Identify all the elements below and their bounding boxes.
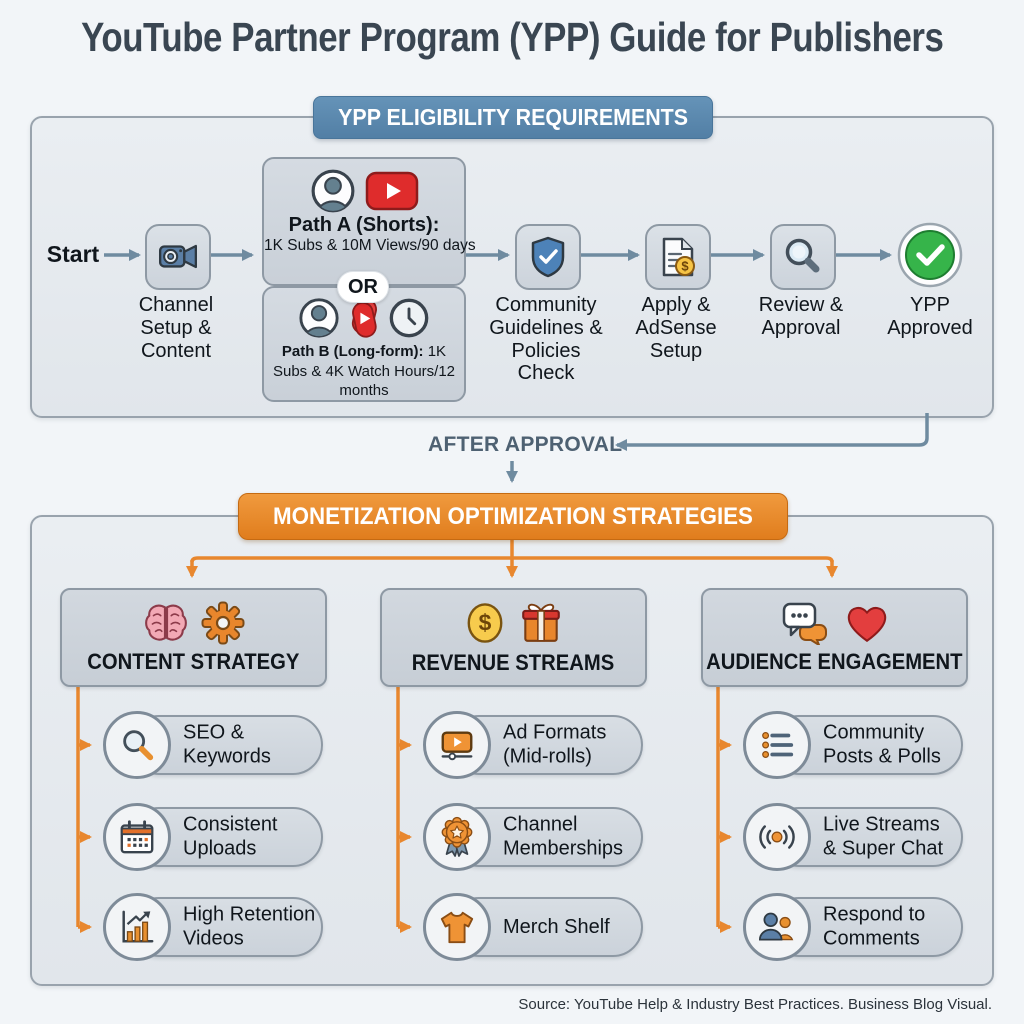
path-a-box: Path A (Shorts): 1K Subs & 10M Views/90 … — [262, 157, 476, 286]
search-icon — [118, 726, 156, 764]
tshirt-icon — [438, 908, 476, 946]
dollar-coin-icon: $ — [464, 600, 506, 646]
list-item-community-posts: Community Posts & Polls — [743, 711, 963, 779]
monetization-badge: MONETIZATION OPTIMIZATION STRATEGIES — [238, 493, 788, 540]
chat-bubbles-icon — [780, 601, 832, 645]
ypp-approved-label: YPP Approved — [887, 294, 973, 339]
gift-icon — [518, 600, 564, 646]
or-pill: OR — [337, 271, 389, 303]
list-item-consistent-uploads: Consistent Uploads — [103, 803, 323, 871]
brain-icon — [143, 602, 189, 644]
path-b-title: Path B (Long-form): — [281, 343, 424, 360]
source-attribution: Source: YouTube Help & Industry Best Pra… — [518, 996, 992, 1013]
content-strategy-header: CONTENT STRATEGY — [60, 588, 327, 687]
review-approval-step-box — [770, 224, 836, 290]
audience-engagement-header: AUDIENCE ENGAGEMENT — [701, 588, 968, 687]
ypp-approved-step — [897, 222, 963, 288]
path-b-box: Path B (Long-form): 1K Subs & 4K Watch H… — [262, 286, 466, 402]
bullet-list-icon — [758, 726, 796, 764]
apply-adsense-label: Apply & AdSense Setup — [635, 294, 717, 362]
svg-text:$: $ — [681, 259, 689, 274]
list-item-merch-shelf: Merch Shelf — [423, 893, 643, 961]
community-guidelines-label: Community Guidelines & Policies Check — [489, 294, 603, 385]
magnifier-icon — [781, 235, 825, 279]
people-icon — [757, 909, 797, 945]
growth-chart-icon — [118, 908, 156, 946]
youtube-play-icon — [365, 171, 419, 211]
video-camera-icon — [156, 236, 200, 278]
eligibility-badge: YPP ELIGIBILITY REQUIREMENTS — [313, 96, 713, 139]
path-b-detail: 1K Subs & 4K Watch Hours/12 months — [272, 343, 456, 399]
ribbon-badge-icon — [438, 816, 476, 858]
document-dollar-icon: $ — [656, 235, 700, 279]
check-circle-icon — [897, 222, 963, 288]
channel-setup-step-box — [145, 224, 211, 290]
revenue-streams-header: $ REVENUE STREAMS — [380, 588, 647, 687]
after-approval-label: AFTER APPROVAL — [428, 433, 623, 456]
path-a-detail: 1K Subs & 10M Views/90 days — [264, 237, 476, 254]
svg-text:$: $ — [478, 609, 491, 635]
heart-icon — [844, 602, 890, 644]
revenue-streams-title: REVENUE STREAMS — [412, 649, 615, 675]
list-item-seo-keywords: SEO & Keywords — [103, 711, 323, 779]
list-item-channel-memberships: Channel Memberships — [423, 803, 643, 871]
review-approval-label: Review & Approval — [758, 294, 844, 339]
calendar-icon — [118, 818, 156, 856]
audience-engagement-title: AUDIENCE ENGAGEMENT — [706, 648, 963, 674]
gear-icon — [201, 601, 245, 645]
monetization-badge-label: MONETIZATION OPTIMIZATION STRATEGIES — [273, 503, 753, 530]
shield-check-icon — [528, 235, 568, 279]
list-item-high-retention: High Retention Videos — [103, 893, 323, 961]
page-title: YouTube Partner Program (YPP) Guide for … — [0, 14, 1024, 61]
path-b-text: Path B (Long-form): 1K Subs & 4K Watch H… — [264, 340, 464, 401]
start-label: Start — [46, 241, 100, 267]
list-item-ad-formats: Ad Formats (Mid-rolls) — [423, 711, 643, 779]
list-item-respond-comments: Respond to Comments — [743, 893, 963, 961]
eligibility-badge-label: YPP ELIGIBILITY REQUIREMENTS — [338, 104, 688, 130]
broadcast-icon — [756, 818, 798, 856]
apply-adsense-step-box: $ — [645, 224, 711, 290]
channel-setup-label: Channel Setup & Content — [138, 294, 214, 362]
list-item-live-streams: Live Streams & Super Chat — [743, 803, 963, 871]
community-guidelines-step-box — [515, 224, 581, 290]
content-strategy-title: CONTENT STRATEGY — [87, 648, 300, 674]
clock-icon — [388, 297, 430, 339]
video-player-icon — [438, 726, 476, 764]
avatar-icon — [298, 297, 340, 339]
avatar-icon — [310, 168, 356, 214]
path-a-title: Path A (Shorts): — [288, 214, 440, 236]
page-title-text: YouTube Partner Program (YPP) Guide for … — [80, 14, 944, 60]
